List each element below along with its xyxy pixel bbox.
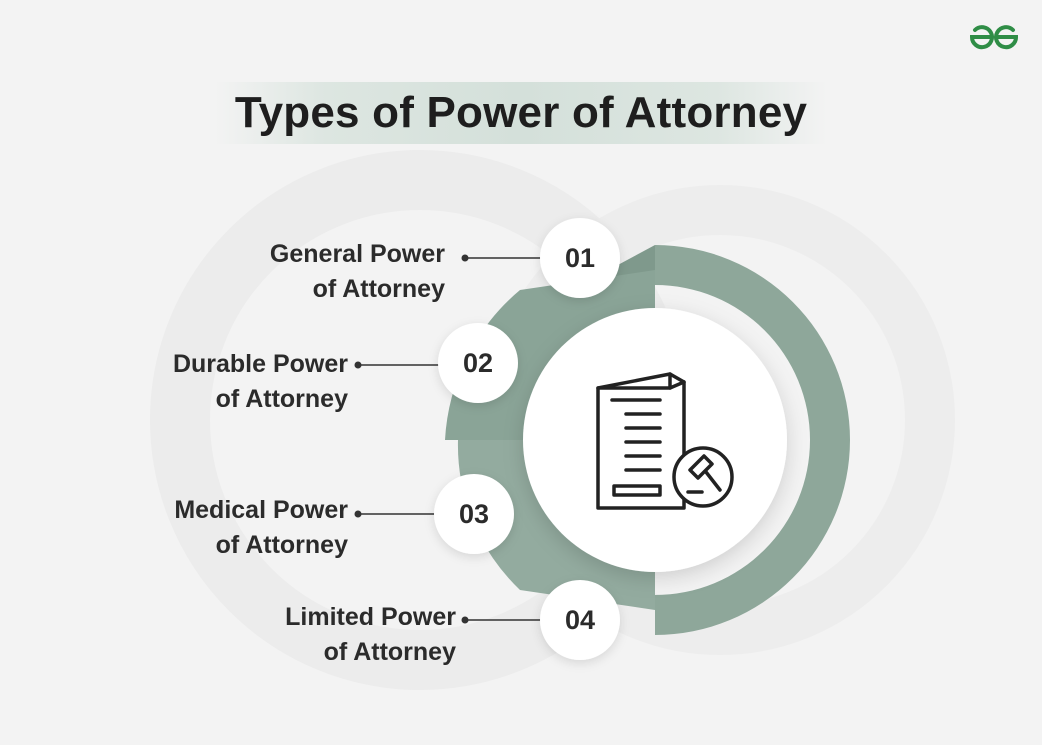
item-label-4: Limited Power of Attorney bbox=[196, 600, 456, 670]
ring-segment-base bbox=[655, 245, 850, 635]
number-bubble-2 bbox=[438, 323, 518, 403]
title-highlight-band bbox=[215, 82, 827, 144]
item-number-3: 03 bbox=[458, 499, 490, 529]
item-3-line2: of Attorney bbox=[215, 531, 348, 559]
item-1-line2: of Attorney bbox=[312, 275, 445, 303]
item-number-4: 04 bbox=[564, 605, 596, 635]
number-bubbles bbox=[434, 218, 620, 660]
item-2-line1: Durable Power bbox=[172, 350, 348, 378]
number-bubble-1 bbox=[540, 218, 620, 298]
item-number-2: 02 bbox=[462, 348, 494, 378]
connector-dot-4-1 bbox=[461, 616, 469, 624]
item-number-1: 01 bbox=[564, 243, 596, 273]
connector-dot-1-1 bbox=[461, 254, 469, 262]
item-label-2: Durable Power of Attorney bbox=[88, 347, 348, 417]
geeksforgeeks-logo-icon bbox=[969, 25, 1019, 50]
item-4-line1: Limited Power bbox=[285, 603, 456, 631]
item-1-line1: General Power bbox=[269, 240, 445, 268]
page-title: Types of Power of Attorney bbox=[234, 88, 808, 137]
connector-dot-3-1 bbox=[354, 510, 362, 518]
legal-document-gavel-icon bbox=[596, 372, 734, 510]
item-4-line2: of Attorney bbox=[323, 638, 456, 666]
number-bubble-4 bbox=[540, 580, 620, 660]
item-label-1: General Power of Attorney bbox=[185, 237, 445, 307]
item-label-3: Medical Power of Attorney bbox=[88, 493, 348, 563]
item-2-line2: of Attorney bbox=[215, 385, 348, 413]
connector-dot-2-1 bbox=[354, 361, 362, 369]
item-3-line1: Medical Power bbox=[174, 496, 348, 524]
number-bubble-3 bbox=[434, 474, 514, 554]
